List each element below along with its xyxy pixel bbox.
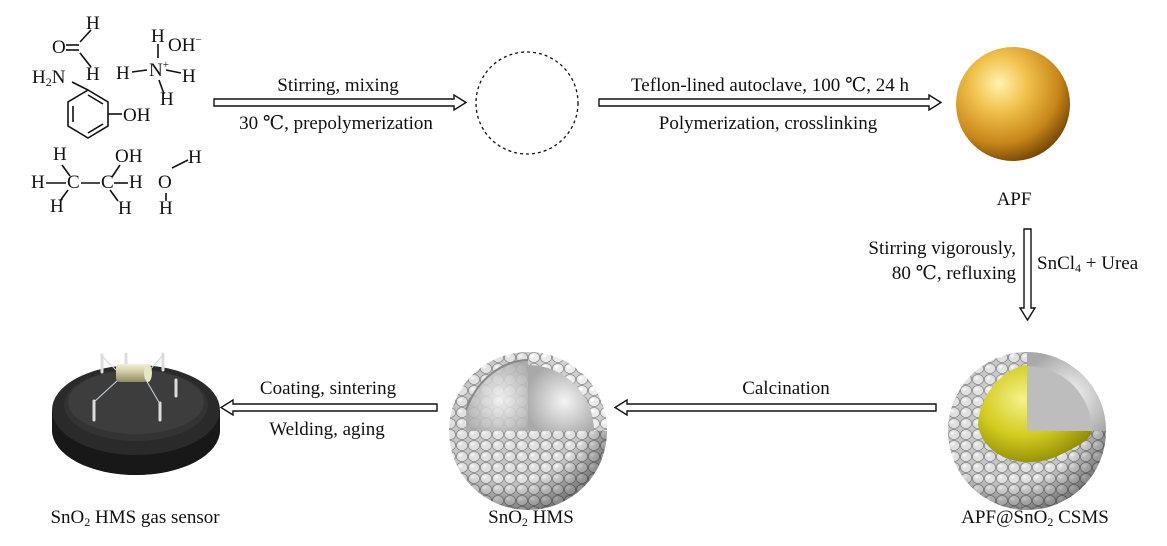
core-shell-sphere (948, 352, 1106, 510)
bond (109, 189, 119, 202)
ethanol-h-bottom-right: H (118, 198, 132, 219)
bond (171, 159, 189, 169)
step3-label-right: SnCl4 + Urea (1037, 253, 1139, 275)
bond (61, 164, 71, 177)
water-h1: H (188, 147, 202, 168)
bond (87, 94, 104, 105)
ethanol-c1: C (67, 172, 80, 193)
step1-label-bottom: 30 ℃, prepolymerization (239, 113, 433, 134)
formaldehyde-h-top: H (86, 13, 100, 34)
formaldehyde-o: O (52, 37, 66, 58)
benzene-ring (67, 89, 109, 139)
step5-label-bottom: Welding, aging (269, 419, 385, 440)
ammonium-h-bottom: H (160, 89, 174, 110)
chemical-structures (46, 29, 189, 202)
bond (79, 29, 92, 43)
water-h2: H (159, 198, 173, 219)
ammonium-hydroxide: OH− (168, 34, 202, 56)
bond (131, 69, 148, 73)
bond (71, 81, 89, 91)
bond (59, 189, 69, 202)
bond (165, 69, 182, 74)
sensor-label: SnO2 HMS gas sensor (50, 507, 220, 529)
aminophenol-nh2: H2N (32, 67, 66, 89)
ammonium-h-right: H (182, 66, 196, 87)
step1-label-top: Stirring, mixing (277, 75, 399, 96)
ethanol-h-left: H (31, 172, 45, 193)
gas-sensor (52, 352, 220, 475)
apf-sphere (956, 47, 1070, 161)
arrow-step4 (613, 398, 937, 417)
ethanol-h-bottom-left: H (50, 196, 64, 217)
aminophenol-oh: OH (123, 105, 151, 126)
ethanol-oh: OH (115, 146, 143, 167)
ammonium-h-left: H (116, 63, 130, 84)
csms-label: APF@SnO2 CSMS (961, 507, 1109, 529)
step2-label-top: Teflon-lined autoclave, 100 ℃, 24 h (631, 75, 909, 96)
bond (111, 164, 121, 178)
prepolymer-dashed-circle (475, 51, 579, 155)
bond (79, 52, 92, 68)
step5-label-top: Coating, sintering (259, 378, 397, 399)
hms-label: SnO2 HMS (488, 507, 574, 529)
ammonium-h-top: H (151, 26, 165, 47)
step4-label: Calcination (742, 378, 830, 399)
bond (158, 79, 165, 95)
ammonium-n: N+ (149, 59, 169, 81)
ethanol-h-right: H (129, 172, 143, 193)
arrow-step3 (1018, 228, 1037, 322)
water-o: O (158, 172, 172, 193)
arrow-step5 (219, 398, 438, 417)
ethanol-c2: C (101, 172, 114, 193)
arrow-step2 (598, 93, 943, 112)
bond (87, 123, 104, 134)
step2-label-bottom: Polymerization, crosslinking (658, 113, 878, 134)
formaldehyde-h-bottom: H (86, 64, 100, 85)
apf-label: APF (996, 189, 1032, 210)
step3-label-left-2: 80 ℃, refluxing (891, 263, 1016, 284)
hollow-sphere (449, 352, 607, 510)
ethanol-h1: H (53, 144, 67, 165)
step3-label-left-1: Stirring vigorously, (868, 238, 1016, 259)
arrow-step1 (213, 93, 468, 112)
